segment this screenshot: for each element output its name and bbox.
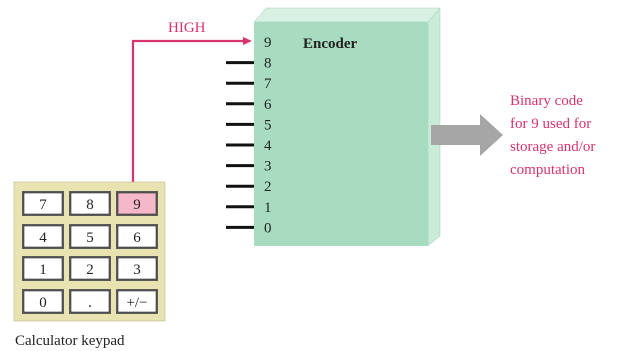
key-face xyxy=(23,225,63,248)
encoder-input-label-8: 8 xyxy=(264,56,272,72)
key-label: 8 xyxy=(86,197,94,213)
keypad-key-6[interactable]: 6 xyxy=(116,224,158,249)
output-description-line1: Binary code xyxy=(510,93,583,109)
key-face xyxy=(70,290,110,313)
keypad-key-9[interactable]: 9 xyxy=(116,191,158,216)
key-face xyxy=(70,225,110,248)
encoder-input-label-4: 4 xyxy=(264,138,272,154)
encoder-title: Encoder xyxy=(303,36,358,52)
high-signal-arrowhead xyxy=(243,37,252,45)
output-description-line2: for 9 used for xyxy=(510,116,591,132)
encoder-input-label-1: 1 xyxy=(264,200,272,216)
key-label: 9 xyxy=(133,197,141,213)
key-label: 0 xyxy=(39,295,47,311)
key-label: +/− xyxy=(126,295,147,311)
key-face xyxy=(117,257,157,280)
keypad-key-decimal[interactable]: . xyxy=(69,289,111,314)
key-label: 1 xyxy=(39,262,47,278)
keypad-keys: 7 8 9 4 5 6 1 2 3 0. +/− xyxy=(22,191,158,314)
output-description-line3: storage and/or xyxy=(510,139,595,155)
keypad-key-8[interactable]: 8 xyxy=(69,191,111,216)
keypad-key-7[interactable]: 7 xyxy=(22,191,64,216)
encoder-input-label-2: 2 xyxy=(264,179,272,195)
output-arrow xyxy=(431,114,503,156)
key-label: 5 xyxy=(86,230,94,246)
encoder-input-label-9: 9 xyxy=(264,35,272,51)
encoder-input-label-6: 6 xyxy=(264,97,272,113)
keypad-key-5[interactable]: 5 xyxy=(69,224,111,249)
keypad-key-sign[interactable]: +/− xyxy=(116,289,158,314)
key-label: 4 xyxy=(39,230,47,246)
key-face xyxy=(23,257,63,280)
key-label: . xyxy=(88,295,92,311)
key-face xyxy=(117,290,157,313)
high-signal-line xyxy=(131,39,243,190)
key-face xyxy=(70,192,110,215)
output-description-line4: computation xyxy=(510,162,585,178)
key-face xyxy=(23,192,63,215)
key-face xyxy=(117,225,157,248)
key-face xyxy=(117,192,157,215)
key-label: 3 xyxy=(133,262,141,278)
encoder-input-label-7: 7 xyxy=(264,76,272,92)
encoder-block xyxy=(254,22,428,246)
keypad-key-2[interactable]: 2 xyxy=(69,256,111,281)
key-label: 6 xyxy=(133,230,141,246)
key-label: 7 xyxy=(39,197,47,213)
encoder-input-label-0: 0 xyxy=(264,220,272,236)
encoder-inputs: 9 8 7 6 5 4 3 2 1 0 xyxy=(226,35,272,236)
encoder-input-label-5: 5 xyxy=(264,117,272,133)
keypad-key-4[interactable]: 4 xyxy=(22,224,64,249)
keypad-caption: Calculator keypad xyxy=(15,333,125,349)
encoder-top-face xyxy=(253,7,441,23)
encoder-input-label-3: 3 xyxy=(264,159,272,175)
keypad-key-0[interactable]: 0 xyxy=(22,289,64,314)
high-label: HIGH xyxy=(168,20,206,36)
keypad-key-3[interactable]: 3 xyxy=(116,256,158,281)
key-face xyxy=(70,257,110,280)
keypad-key-1[interactable]: 1 xyxy=(22,256,64,281)
key-label: 2 xyxy=(86,262,94,278)
key-face xyxy=(23,290,63,313)
